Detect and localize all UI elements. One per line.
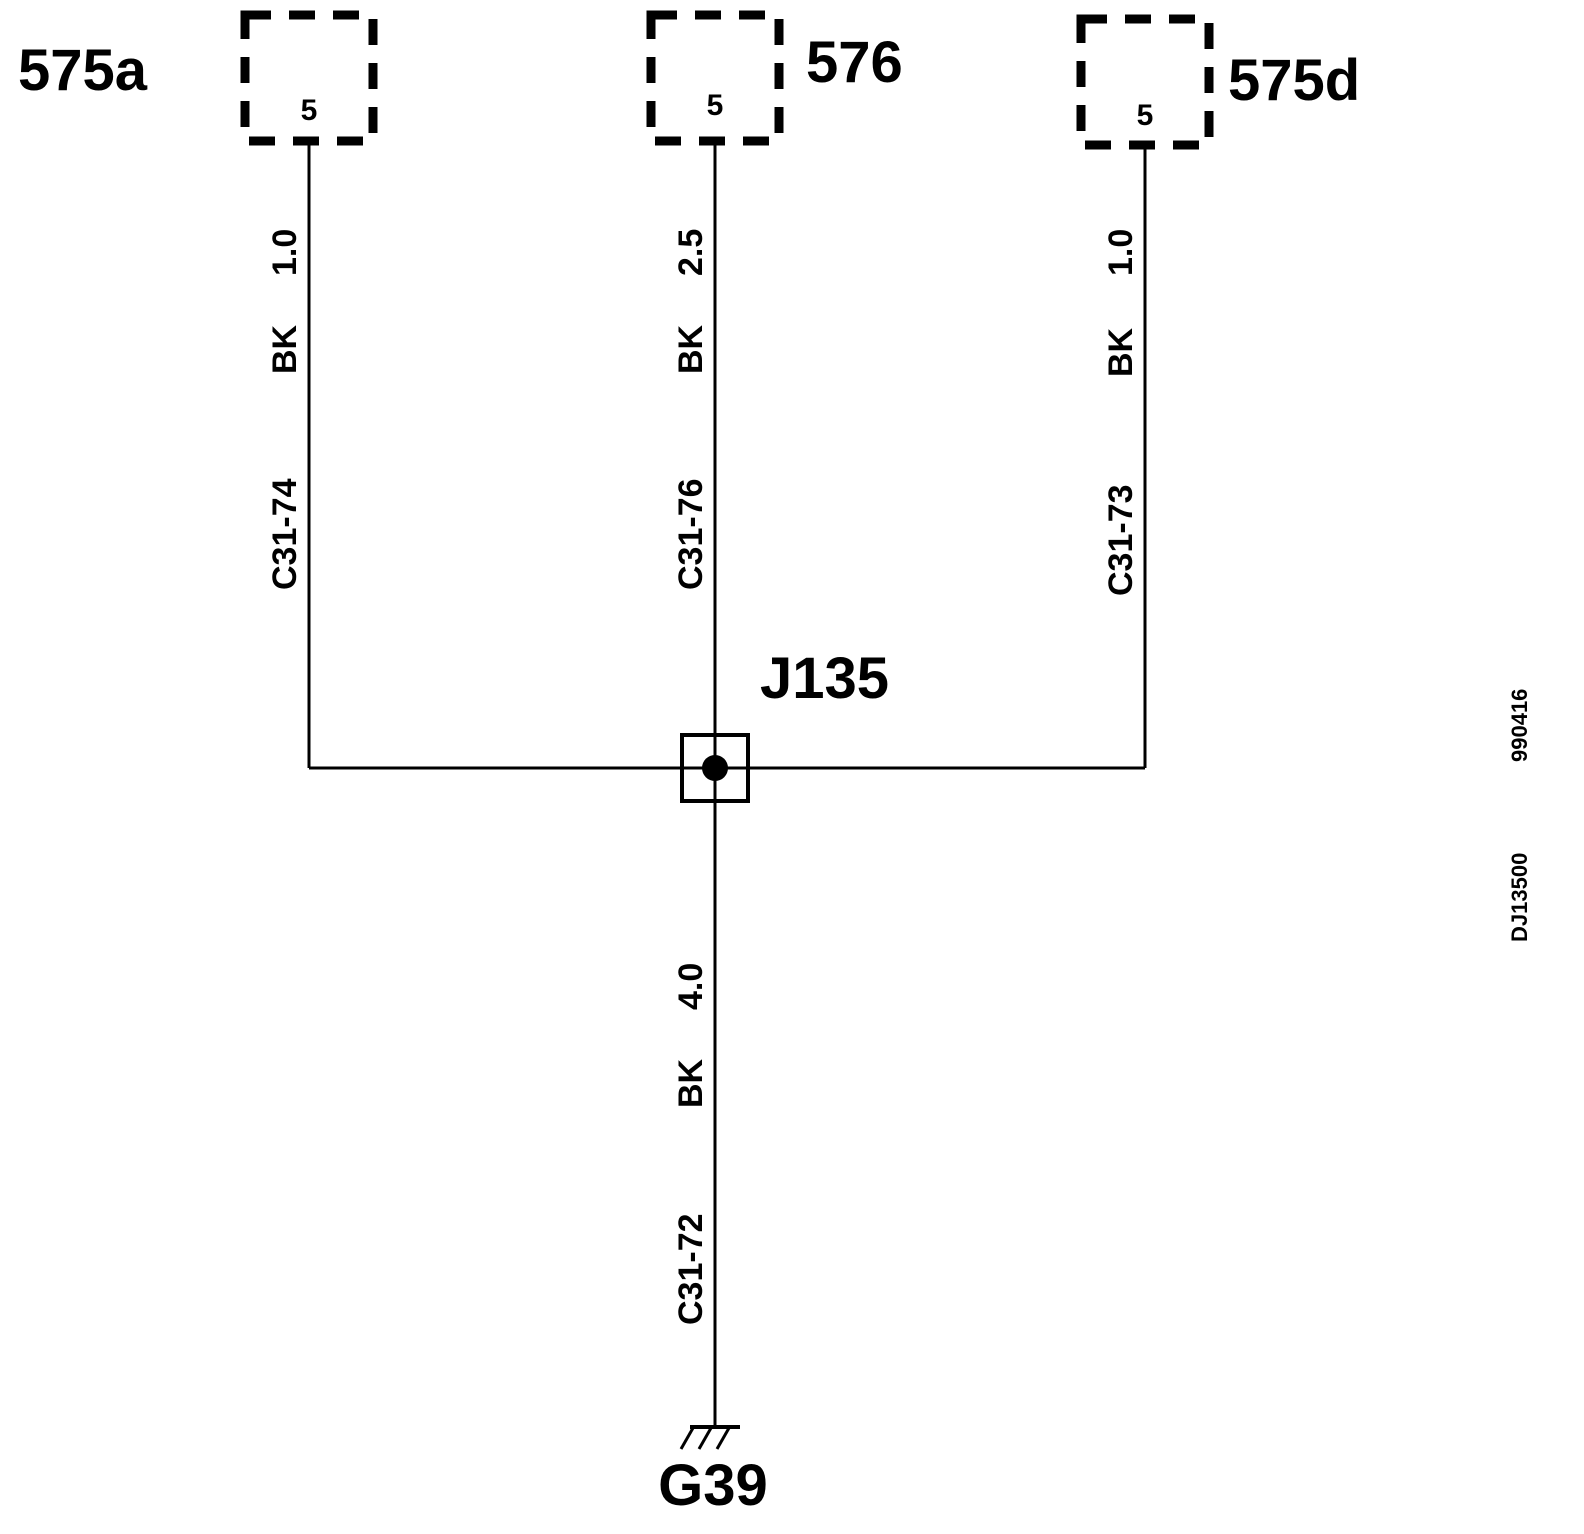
wire-left-size: 1.0 bbox=[266, 229, 304, 276]
wire-left-circuit: C31-74 bbox=[266, 478, 304, 590]
junction-j135: J135 bbox=[680, 646, 889, 803]
wire-center-color: BK bbox=[672, 324, 710, 374]
wire-center-circuit: C31-76 bbox=[672, 478, 710, 590]
side-codes: 990416 DJ13500 bbox=[1507, 689, 1532, 942]
wire-center-labels: 2.5 BK C31-76 bbox=[672, 229, 710, 590]
wire-left-color: BK bbox=[266, 324, 304, 374]
wire-ground-size: 4.0 bbox=[672, 963, 710, 1010]
junction-dot bbox=[702, 755, 728, 781]
wire-right-labels: 1.0 BK C31-73 bbox=[1102, 229, 1140, 596]
wire-ground-labels: 4.0 BK C31-72 bbox=[672, 963, 710, 1325]
component-575a-box bbox=[240, 10, 378, 146]
component-576-pin: 5 bbox=[707, 89, 724, 122]
ground-hatch-2 bbox=[697, 1427, 713, 1450]
ground-hatch-3 bbox=[715, 1427, 731, 1450]
ground-g39: G39 bbox=[658, 1425, 768, 1518]
wire-right-color: BK bbox=[1102, 327, 1140, 377]
wire-left-labels: 1.0 BK C31-74 bbox=[266, 229, 304, 590]
component-575d-box bbox=[1076, 14, 1214, 150]
component-575d: 5 575d bbox=[1076, 14, 1360, 150]
component-575d-pin: 5 bbox=[1137, 99, 1154, 132]
component-576: 5 576 bbox=[646, 10, 903, 146]
component-575a-pin: 5 bbox=[301, 94, 318, 127]
component-576-label: 576 bbox=[806, 30, 903, 95]
wire-center-size: 2.5 bbox=[672, 229, 710, 276]
wire-ground-circuit: C31-72 bbox=[672, 1213, 710, 1325]
component-575a: 5 575a bbox=[18, 10, 378, 146]
wire-right-size: 1.0 bbox=[1102, 229, 1140, 276]
ground-label: G39 bbox=[658, 1453, 768, 1518]
side-code-dj13500: DJ13500 bbox=[1507, 853, 1532, 942]
ground-hatch-1 bbox=[679, 1427, 695, 1450]
junction-label: J135 bbox=[760, 646, 889, 711]
component-575d-label: 575d bbox=[1228, 48, 1360, 113]
component-575a-label: 575a bbox=[18, 38, 148, 103]
wire-right-circuit: C31-73 bbox=[1102, 484, 1140, 596]
side-code-990416: 990416 bbox=[1507, 689, 1532, 762]
component-576-box bbox=[646, 10, 784, 146]
wire-ground-color: BK bbox=[672, 1058, 710, 1108]
